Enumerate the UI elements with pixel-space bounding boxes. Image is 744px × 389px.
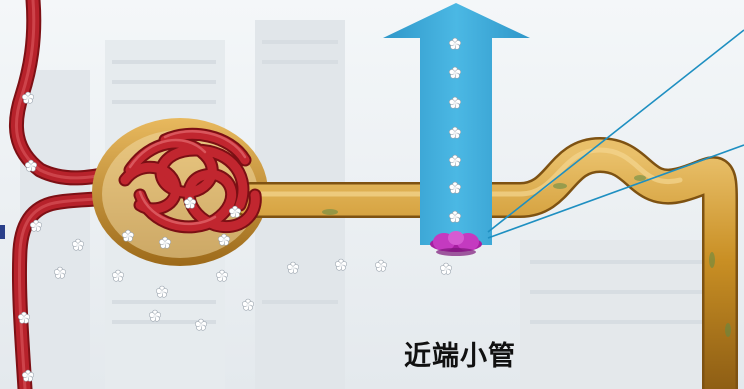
proximal-tubule-label: 近端小管	[404, 341, 516, 372]
membrane-transporter-icon	[430, 231, 482, 256]
reabsorption-arrow-icon	[383, 3, 530, 245]
guide-lines	[487, 29, 744, 239]
glomerulus	[118, 127, 262, 234]
proximal-tubule	[232, 137, 738, 389]
